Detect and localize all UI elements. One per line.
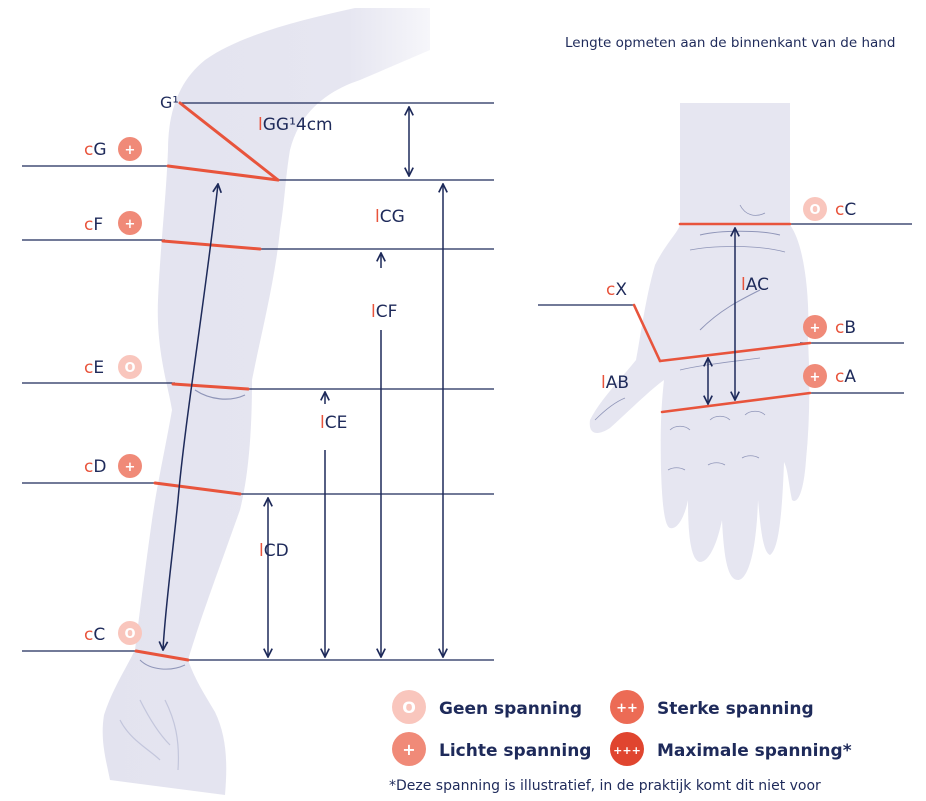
legend-label-geen: Geen spanning: [439, 699, 582, 719]
legend-label-lichte: Lichte spanning: [439, 741, 591, 761]
length-label-cd: lCD: [259, 541, 289, 561]
length-label-cf: lCF: [371, 302, 397, 322]
svg-text:+: +: [125, 217, 136, 232]
length-label-ce: lCE: [320, 413, 347, 433]
hand-illustration: [590, 103, 810, 580]
circ-label-cc-arm: cC: [84, 625, 105, 645]
svg-text:++: ++: [616, 701, 638, 716]
circ-label-hand-cb: cB: [835, 318, 856, 338]
hand-silhouette: [590, 103, 810, 580]
svg-text:O: O: [124, 361, 135, 376]
length-label-ab: lAB: [601, 373, 629, 393]
circ-label-cg: cG: [84, 140, 107, 160]
svg-text:O: O: [402, 698, 416, 717]
g1-label: G¹: [160, 93, 179, 112]
footnote: *Deze spanning is illustratief, in de pr…: [389, 778, 821, 794]
circ-label-cf: cF: [84, 215, 103, 235]
legend-label-sterke: Sterke spanning: [657, 699, 814, 719]
legend: O Geen spanning ++ Sterke spanning + Lic…: [389, 690, 852, 794]
length-label-cg: lCG: [375, 207, 405, 227]
circ-label-hand-cc: cC: [835, 200, 856, 220]
svg-text:+: +: [125, 143, 136, 158]
length-label-ac: lAC: [741, 275, 769, 295]
length-label-gg1: lGG¹4cm: [258, 115, 333, 135]
svg-text:+: +: [810, 321, 821, 336]
svg-text:+++: +++: [613, 744, 641, 757]
circ-label-cd: cD: [84, 457, 106, 477]
svg-text:+: +: [125, 460, 136, 475]
circ-label-hand-ca: cA: [835, 367, 856, 387]
legend-item-sterke: ++ Sterke spanning: [610, 690, 814, 724]
circ-label-ce: cE: [84, 358, 104, 378]
svg-text:O: O: [124, 627, 135, 642]
legend-item-geen: O Geen spanning: [392, 690, 582, 724]
svg-text:+: +: [810, 370, 821, 385]
circ-label-hand-cx: cX: [606, 280, 627, 300]
legend-item-maximale: +++ Maximale spanning*: [610, 732, 852, 766]
hand-heading: Lengte opmeten aan de binnenkant van de …: [565, 35, 895, 51]
svg-text:O: O: [809, 203, 820, 218]
legend-label-maximale: Maximale spanning*: [657, 741, 852, 761]
svg-text:+: +: [402, 740, 415, 759]
